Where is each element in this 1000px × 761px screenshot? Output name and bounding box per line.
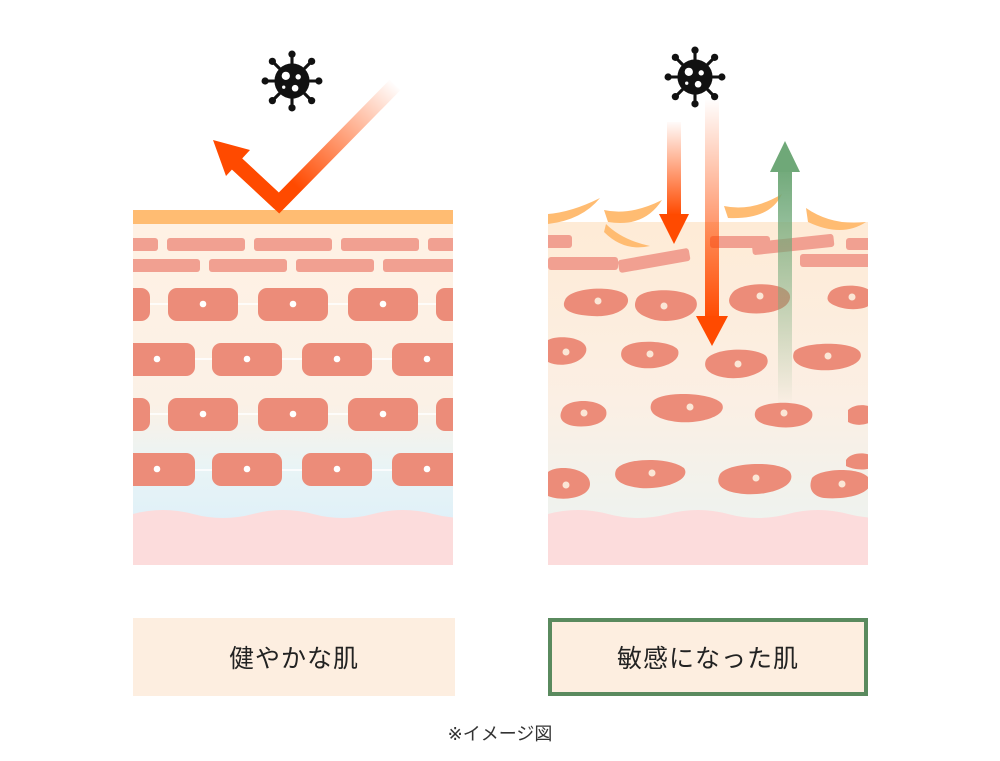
sensitive-skin-section xyxy=(548,194,868,565)
arrow-down-icon xyxy=(659,122,689,244)
cell-rows xyxy=(548,284,868,499)
damaged-barrier-flakes xyxy=(548,194,866,248)
arrow-up-icon xyxy=(770,141,800,406)
horny-layer xyxy=(548,234,868,273)
arrow-reflect-icon xyxy=(213,79,401,214)
horny-layer xyxy=(133,238,453,272)
sensitive-skin-label-text: 敏感になった肌 xyxy=(616,644,799,673)
virus-icon xyxy=(261,50,323,112)
healthy-skin-label-text: 健やかな肌 xyxy=(228,644,359,673)
arrow-down-icon xyxy=(696,100,728,346)
image-caption: ※イメージ図 xyxy=(447,724,553,745)
dermis-layer xyxy=(133,510,453,565)
virus-icon xyxy=(664,46,726,108)
cell-rows xyxy=(133,288,453,486)
healthy-skin-section xyxy=(133,210,453,565)
healthy-skin-label: 健やかな肌 xyxy=(133,618,455,696)
dermis-layer xyxy=(548,510,868,565)
sensitive-skin-label: 敏感になった肌 xyxy=(548,618,868,696)
barrier-layer xyxy=(133,210,453,224)
